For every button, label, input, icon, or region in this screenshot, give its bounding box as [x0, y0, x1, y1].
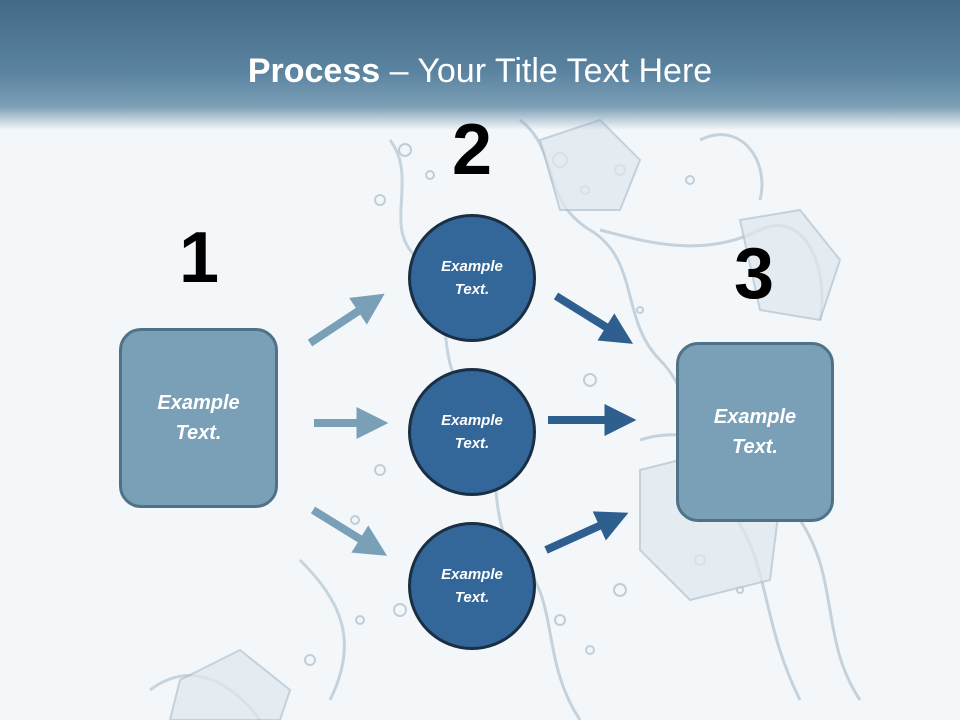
step-2-circle-2: Example Text. [408, 368, 536, 496]
step-1-number: 1 [178, 218, 220, 298]
step-2-circle-3-text: Example Text. [441, 566, 503, 606]
step-3-text: Example Text. [713, 406, 797, 458]
step-1-text: Example Text. [157, 392, 240, 444]
step-2-circle-3: Example Text. [408, 522, 536, 650]
title-banner [0, 0, 960, 130]
step-2-circle-1-text: Example Text. [441, 258, 503, 298]
page-title: Process – Your Title Text Here [0, 52, 960, 91]
title-bold: Process [247, 52, 381, 90]
step-3-number: 3 [733, 234, 775, 314]
step-2-number: 2 [451, 110, 493, 190]
arrow-1-to-2-top [307, 293, 385, 347]
arrow-2-to-3-bottom [544, 511, 629, 554]
title-rest: – Your Title Text Here [380, 52, 713, 90]
step-2-circle-1: Example Text. [408, 214, 536, 342]
step-1-box: Example Text. [119, 328, 278, 508]
step-3-box: Example Text. [676, 342, 834, 522]
step-2-circle-2-text: Example Text. [441, 412, 503, 452]
arrow-2-to-3-top [553, 292, 634, 344]
arrow-1-to-2-bottom [310, 506, 388, 556]
